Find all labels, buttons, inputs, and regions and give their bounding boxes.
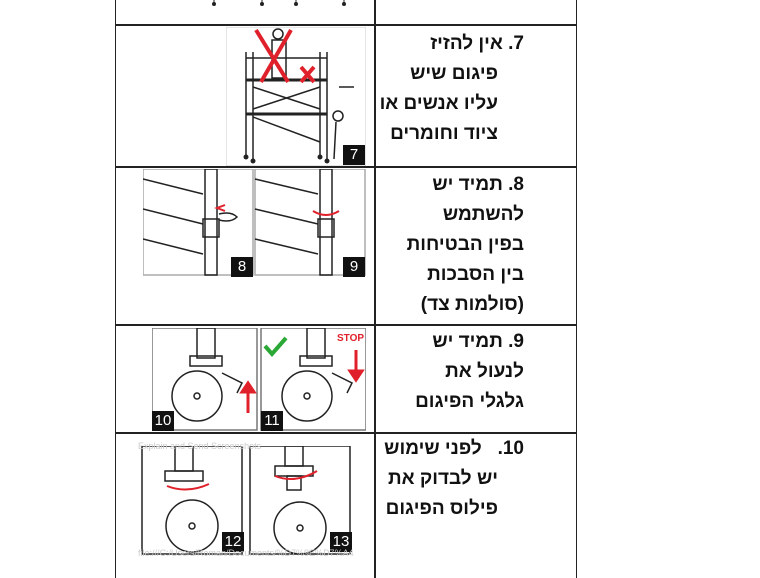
- stop-label: STOP: [337, 333, 364, 344]
- previous-row-illustration: [212, 0, 346, 6]
- instruction-line: בפין הבטיחות: [406, 234, 524, 255]
- instruction-7: 7. אין להזיז פיגום שיש עליו אנשים או ציו…: [380, 29, 524, 149]
- figure-number: 12: [222, 532, 244, 552]
- instruction-line: ציוד וחומרים: [390, 123, 498, 144]
- level-check-illustration: [141, 446, 351, 555]
- instruction-8: 8. תמיד יש להשתמש בפין הבטיחות בין הסבכו…: [407, 170, 524, 320]
- scaffold-move-illustration: [226, 27, 366, 166]
- instruction-line: תמיד יש: [432, 331, 503, 352]
- instruction-line: פיגום שיש: [410, 63, 498, 84]
- instruction-10: 10. לפני שימוש יש לבדוק את פילוס הפיגום: [384, 434, 524, 524]
- watermark: Explain and Send Screenshots: [138, 441, 262, 451]
- wheel-lock-illustration: STOP: [152, 328, 366, 431]
- instruction-line: בין הסבכות: [427, 264, 524, 285]
- column-divider: [374, 0, 376, 578]
- instruction-number: 8.: [508, 174, 524, 195]
- figure-number: 9: [343, 257, 365, 277]
- instruction-line: לנעול את: [445, 361, 524, 382]
- instruction-line: להשתמש: [442, 204, 524, 225]
- instructions-table: [115, 0, 577, 578]
- figure-number: 13: [330, 532, 352, 552]
- instruction-line: גלגלי הפיגום: [415, 391, 524, 412]
- safety-pin-illustration: [143, 169, 366, 276]
- instruction-line: עליו אנשים או: [379, 93, 498, 114]
- instruction-line: לפני שימוש: [384, 438, 482, 459]
- instruction-line: תמיד יש: [432, 174, 503, 195]
- figure-number: 7: [343, 145, 365, 165]
- instruction-line: פילוס הפיגום: [385, 498, 498, 519]
- row-divider: [115, 432, 576, 434]
- instruction-9: 9. תמיד יש לנעול את גלגלי הפיגום: [415, 327, 524, 417]
- instruction-number: 7.: [508, 33, 524, 54]
- instruction-number: 10.: [497, 438, 524, 459]
- instruction-number: 9.: [508, 331, 524, 352]
- figure-number: 10: [152, 411, 174, 431]
- instruction-line: אין להזיז: [430, 33, 503, 54]
- watermark: file:///C:/Users/Roman/Documents/%D7%9E%…: [138, 548, 354, 558]
- row-divider: [115, 324, 576, 326]
- figure-number: 11: [261, 411, 283, 431]
- figure-number: 8: [231, 257, 253, 277]
- row-divider: [115, 24, 576, 26]
- row-divider: [115, 166, 576, 168]
- instruction-line: יש לבדוק את: [387, 468, 498, 489]
- instruction-line: (סולמות צד): [420, 294, 524, 315]
